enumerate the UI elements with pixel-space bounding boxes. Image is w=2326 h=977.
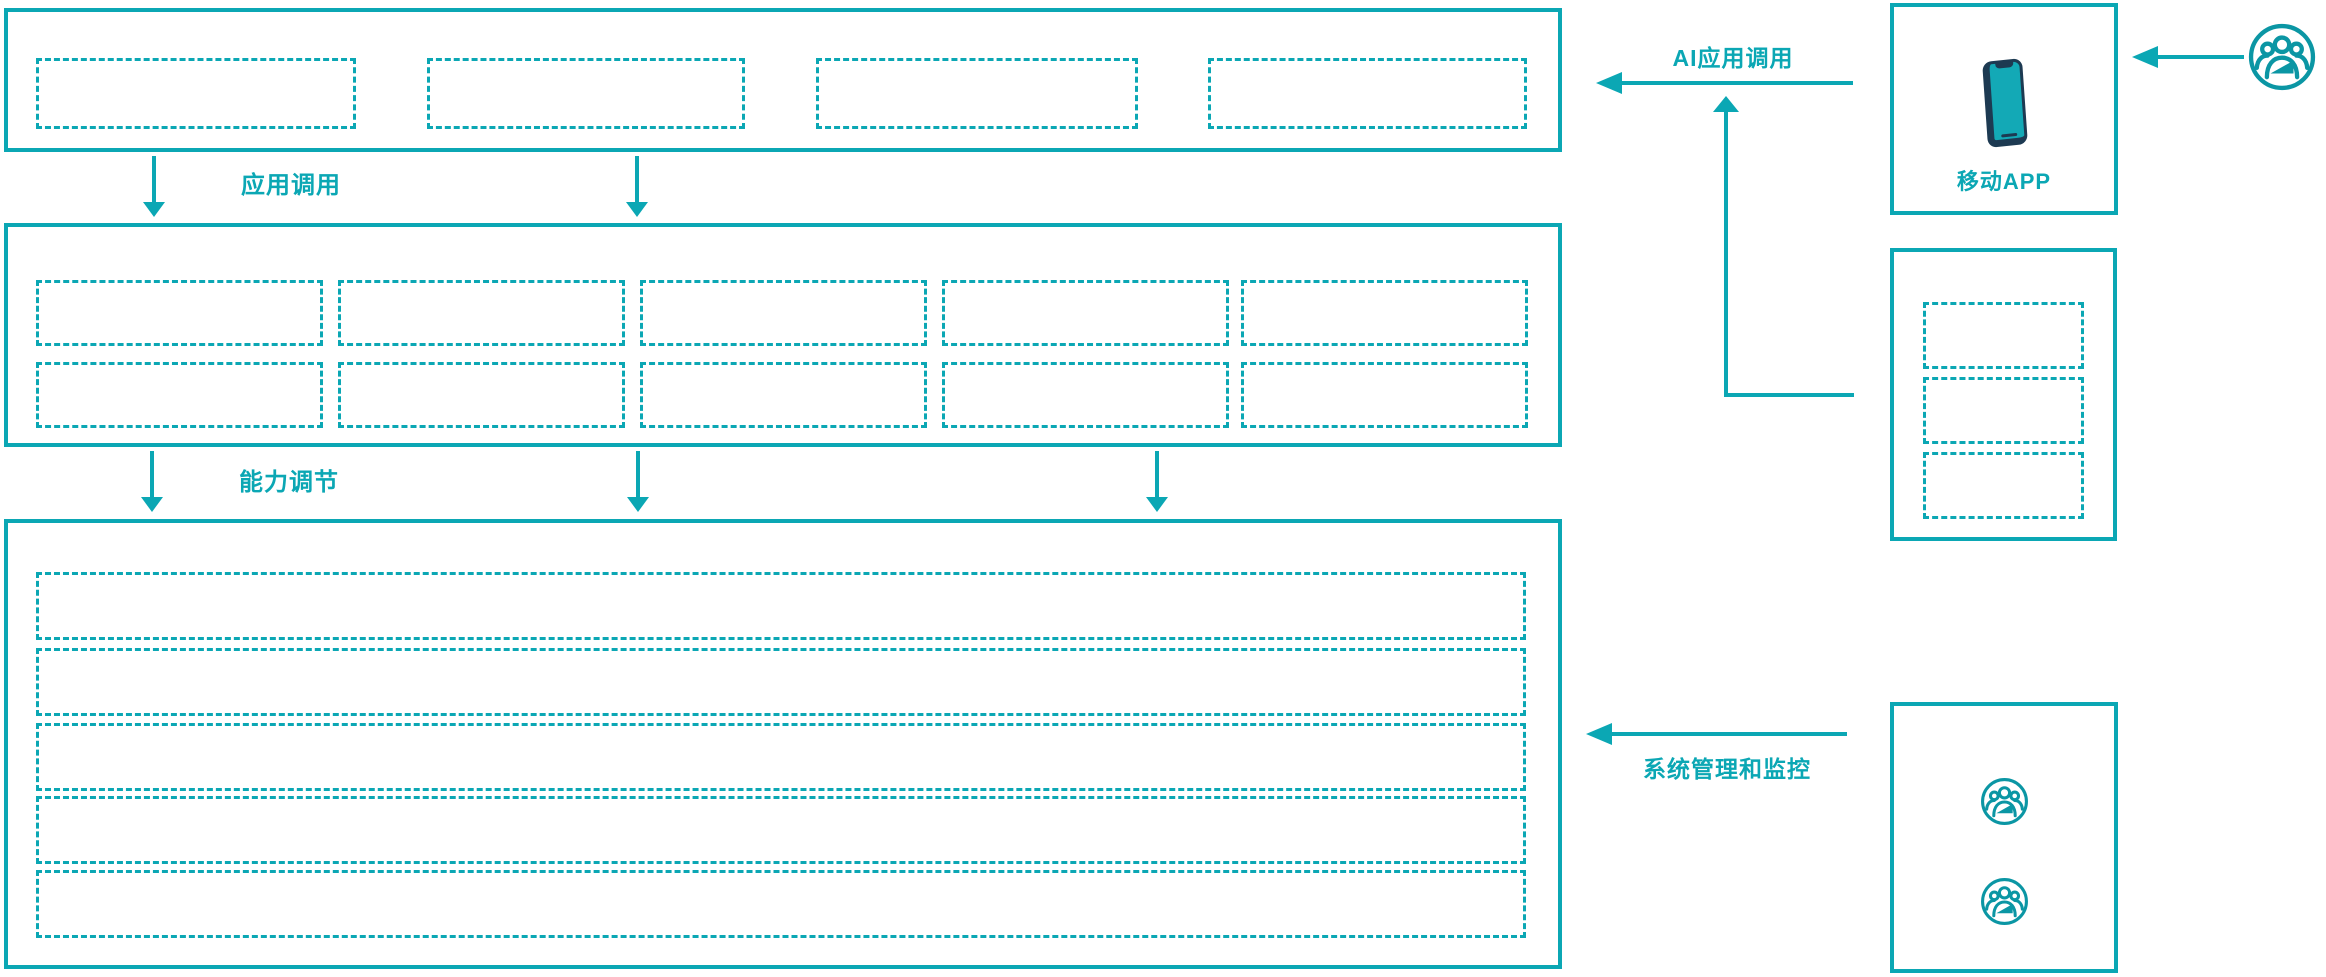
mobile-service-placeholder-box bbox=[1923, 452, 2084, 519]
user-group-icon bbox=[1979, 776, 2030, 827]
capability-placeholder-box bbox=[942, 280, 1229, 346]
app-placeholder-box bbox=[427, 58, 745, 129]
platform-placeholder-row bbox=[36, 572, 1526, 640]
down-arrow bbox=[636, 451, 640, 497]
phone-homebar bbox=[2001, 132, 2018, 138]
system-monitor-label: 系统管理和监控 bbox=[1643, 756, 1811, 782]
ai-app-call-label: AI应用调用 bbox=[1672, 45, 1794, 71]
down-arrow bbox=[152, 156, 156, 202]
left-arrow bbox=[2158, 55, 2244, 59]
capability-placeholder-box bbox=[36, 280, 323, 346]
capability-placeholder-box bbox=[36, 362, 323, 428]
connector-line bbox=[1724, 393, 1854, 397]
app-placeholder-box bbox=[36, 58, 356, 129]
user-group-icon bbox=[1979, 876, 2030, 927]
platform-placeholder-row bbox=[36, 870, 1526, 938]
mobile-app-label: 移动APP bbox=[1956, 169, 2052, 194]
monitor-arrow bbox=[1612, 732, 1847, 736]
app-placeholder-box bbox=[1208, 58, 1527, 129]
platform-placeholder-row bbox=[36, 648, 1526, 716]
capability-placeholder-box bbox=[640, 362, 927, 428]
capability-placeholder-box bbox=[1241, 280, 1528, 346]
capability-placeholder-box bbox=[640, 280, 927, 346]
mobile-phone-icon bbox=[1982, 58, 2028, 148]
app-call-label: 应用调用 bbox=[241, 172, 341, 199]
mobile-service-placeholder-box bbox=[1923, 302, 2084, 369]
capability-placeholder-box bbox=[942, 362, 1229, 428]
mobile-service-placeholder-box bbox=[1923, 377, 2084, 444]
down-arrow bbox=[635, 156, 639, 202]
app-placeholder-box bbox=[816, 58, 1138, 129]
ai-call-arrow bbox=[1622, 81, 1853, 85]
capability-placeholder-box bbox=[338, 362, 625, 428]
capability-placeholder-box bbox=[338, 280, 625, 346]
user-group-icon bbox=[2246, 21, 2318, 93]
down-arrow bbox=[1155, 451, 1159, 497]
down-arrow bbox=[150, 451, 154, 497]
phone-notch bbox=[1995, 60, 2014, 69]
connector-line bbox=[1724, 111, 1728, 397]
platform-placeholder-row bbox=[36, 723, 1526, 791]
capability-adjust-label: 能力调节 bbox=[239, 469, 339, 496]
admin-box bbox=[1890, 702, 2118, 973]
up-arrow-head bbox=[1713, 96, 1739, 112]
platform-placeholder-row bbox=[36, 796, 1526, 864]
capability-placeholder-box bbox=[1241, 362, 1528, 428]
